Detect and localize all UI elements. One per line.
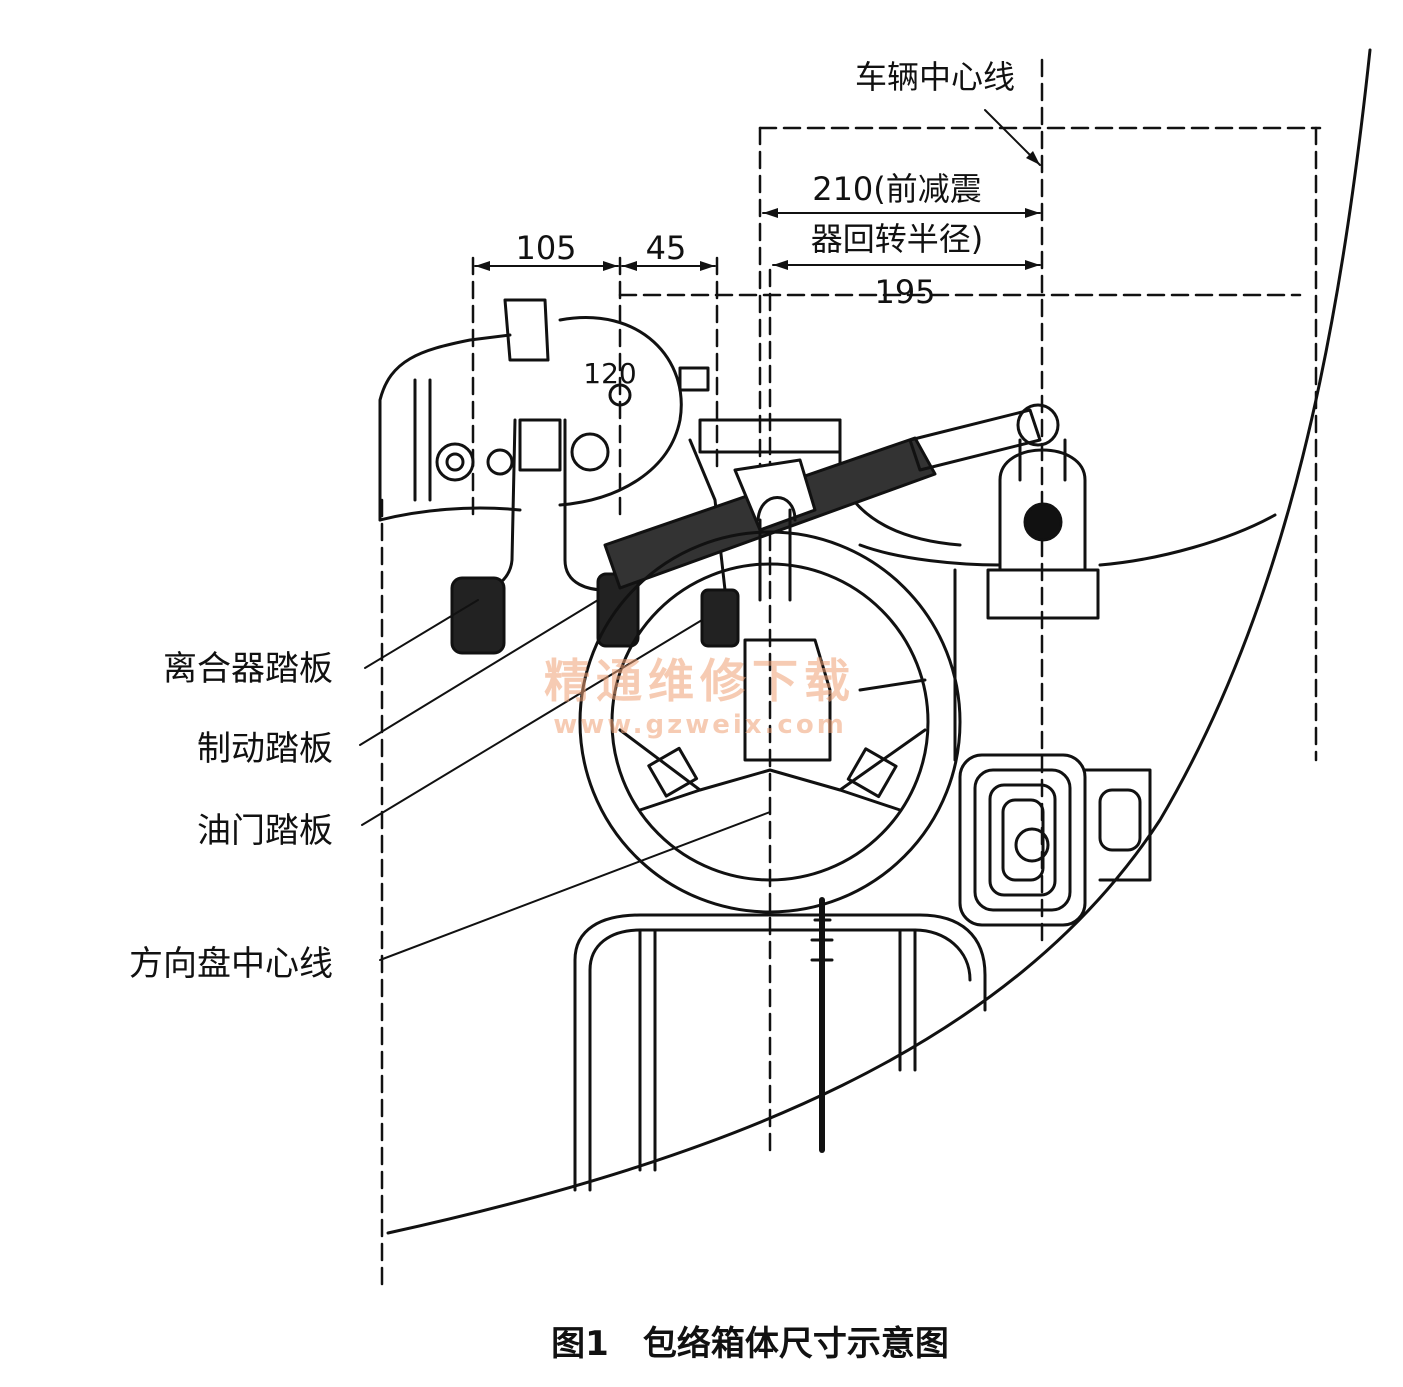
- vehicle-centerline-label: 车辆中心线: [855, 58, 1015, 96]
- pedal-box-arc: [558, 316, 683, 507]
- brake-pivot: [570, 432, 610, 472]
- pedal-box-housing: [378, 333, 512, 522]
- watermark-url: www.gzweix.com: [553, 710, 847, 740]
- watermark-title: 精通维修下载: [544, 654, 856, 708]
- clutch-pivot: [435, 442, 475, 482]
- dim-105-label: 105: [515, 229, 576, 267]
- shock-radius-label-line2: 器回转半径): [811, 220, 984, 258]
- dim-120-label: 120: [583, 357, 636, 390]
- brake-leader: [359, 599, 599, 746]
- figure-caption: 图1 包络箱体尺寸示意图: [551, 1324, 949, 1364]
- seat-frame: [573, 913, 987, 1192]
- clutch-pedal-label: 离合器踏板: [163, 649, 333, 689]
- steering-wheel-hub: [743, 638, 832, 762]
- steering-centerline-label: 方向盘中心线: [129, 944, 333, 984]
- shock-radius-label-line1: 210(前减震: [812, 170, 982, 208]
- steering-centerline-leader: [379, 811, 771, 961]
- throttle-leader: [361, 619, 703, 826]
- dim-45-label: 45: [646, 229, 687, 267]
- throttle-pedal-label: 油门踏板: [197, 811, 333, 851]
- throttle-pedal-pad: [700, 588, 740, 648]
- steering-wheel-outer: [578, 530, 962, 914]
- brake-pedal-label: 制动踏板: [197, 729, 333, 769]
- clutch-pedal-pad: [450, 576, 506, 655]
- shock-mount-bracket: [998, 448, 1087, 572]
- column-joint: [1016, 403, 1060, 447]
- clutch-leader: [364, 599, 479, 669]
- steering-wheel-inner: [610, 562, 930, 882]
- body-outline-curve: [386, 48, 1372, 1235]
- dim-195-label: 195: [874, 273, 935, 311]
- gear-shift-boot: [958, 753, 1152, 927]
- pedal-box-lower: [378, 506, 522, 522]
- throttle-pedal-arm: [688, 438, 727, 592]
